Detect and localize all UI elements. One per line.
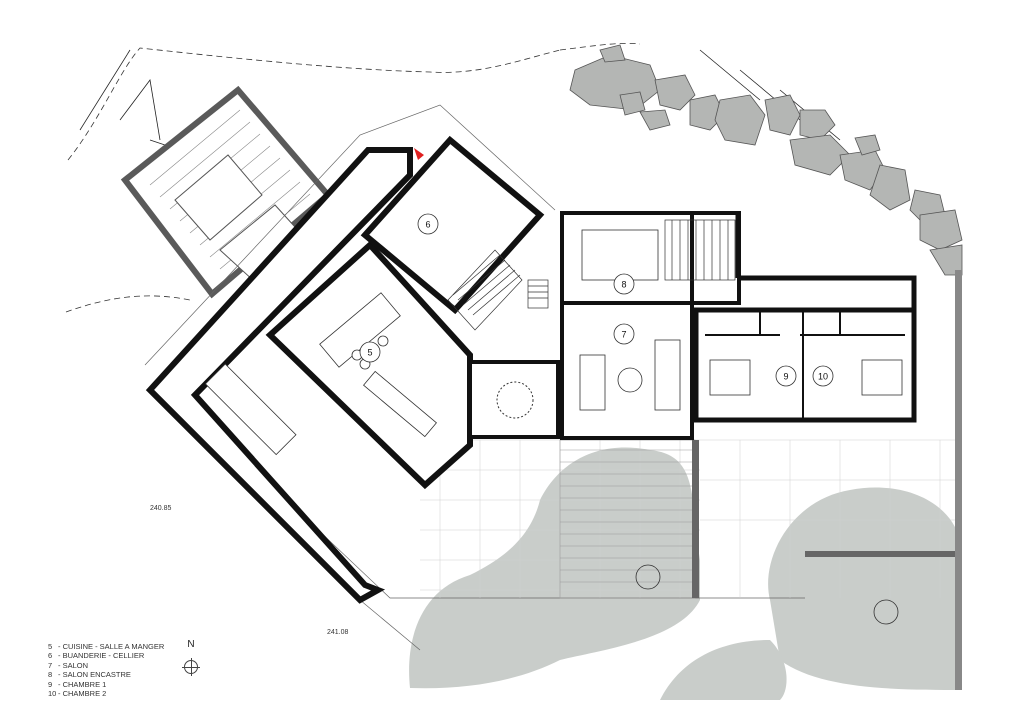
patio-tree-icon (496, 381, 534, 419)
room-label-5: 5 (367, 348, 372, 358)
legend-item: 10- CHAMBRE 2 (48, 689, 107, 699)
legend-item: 8- SALON ENCASTRE (48, 670, 131, 680)
legend-item: 6- BUANDERIE - CELLIER (48, 651, 145, 661)
elevation-label-1: 240.85 (150, 505, 172, 512)
bathroom-walls (705, 312, 905, 420)
room-markers: 5 6 7 8 9 10 (359, 213, 834, 387)
legend-item: 5- CUISINE - SALLE A MANGER (48, 642, 165, 651)
compass-icon (182, 658, 200, 676)
room-label-10: 10 (818, 372, 828, 382)
north-label: N (187, 639, 195, 650)
deck-post (692, 440, 699, 598)
room-marker-9 (775, 365, 797, 387)
north-arrow: N (182, 639, 200, 676)
room-marker-6 (417, 213, 439, 235)
room-label-7: 7 (621, 330, 626, 340)
entry-marker (414, 148, 424, 160)
room-label-9: 9 (783, 372, 788, 382)
rocks (569, 44, 963, 276)
elevation-label-2: 241.08 (327, 629, 349, 636)
room-marker-7 (613, 323, 635, 345)
stairs (447, 219, 736, 331)
legend-item: 9- CHAMBRE 1 (48, 679, 107, 689)
patio (468, 360, 560, 439)
room-label-8: 8 (621, 280, 626, 290)
legend-item: 7- SALON (48, 660, 89, 670)
terrain-contours (65, 42, 641, 313)
room-marker-5 (359, 341, 381, 363)
room-legend: 5- CUISINE - SALLE A MANGER 6- BUANDERIE… (48, 642, 164, 698)
room-marker-8 (613, 273, 635, 295)
room-marker-10 (812, 365, 834, 387)
room-label-6: 6 (425, 220, 430, 230)
retaining-wall (805, 551, 962, 557)
tree-canopies (409, 447, 962, 700)
furniture (204, 229, 903, 625)
east-wall (955, 270, 962, 690)
